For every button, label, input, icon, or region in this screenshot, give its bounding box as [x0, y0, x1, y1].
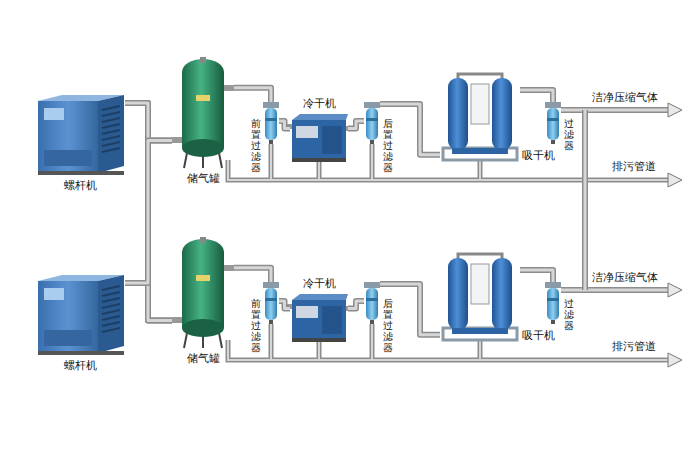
- air-pipe: [234, 88, 271, 102]
- air-pipe: [125, 103, 172, 321]
- dryer-node: 冷干机: [290, 294, 348, 342]
- equipment-label: 螺杆机: [64, 179, 97, 192]
- filter-node: 后置过滤器: [364, 102, 380, 144]
- equipment-label: 螺杆机: [64, 359, 97, 372]
- outlet-link-pipe: [582, 110, 588, 290]
- pipe-label: 洁净压缩气体: [592, 271, 658, 284]
- air-pipe: [279, 301, 290, 309]
- air-pipe: [348, 121, 364, 128]
- tank-node: 储气罐: [172, 238, 234, 348]
- equipment-label: 冷干机: [303, 277, 336, 290]
- equipment-label: 吸干机: [522, 149, 555, 162]
- air-pipe: [234, 268, 271, 282]
- outlet-link-pipe: [584, 110, 587, 290]
- compressor-node: 螺杆机: [35, 275, 125, 355]
- equipment-label: 冷干机: [303, 97, 336, 110]
- filter-node: 前置过滤器: [263, 102, 279, 144]
- air-pipe: [348, 121, 364, 128]
- air-pipe: [348, 301, 364, 309]
- air-pipe: [279, 121, 290, 128]
- compressor-node: 螺杆机: [35, 95, 125, 175]
- equipment-label: 过滤器: [564, 298, 574, 331]
- equipment-label: 吸干机: [522, 329, 555, 342]
- air-pipe: [520, 270, 553, 282]
- filter-node: 过滤器: [545, 282, 561, 324]
- pipe-label: 排污管道: [612, 340, 656, 353]
- dryer-node: 冷干机: [290, 114, 348, 162]
- filter-node: 后置过滤器: [364, 282, 380, 324]
- air-pipe: [234, 88, 271, 102]
- air-pipe: [279, 121, 290, 128]
- air-pipe: [348, 301, 364, 309]
- air-pipe: [125, 141, 172, 284]
- equipment-label: 后置过滤器: [383, 118, 393, 173]
- equipment-label: 前置过滤器: [251, 298, 261, 353]
- air-pipe: [520, 90, 553, 102]
- air-pipe: [279, 301, 290, 309]
- air-pipe: [234, 88, 271, 102]
- equipment-label: 后置过滤器: [383, 298, 393, 353]
- air-pipe: [348, 121, 364, 128]
- equipment-label: 前置过滤器: [251, 118, 261, 173]
- equipment-label: 过滤器: [564, 118, 574, 151]
- pipe-label: 洁净压缩气体: [592, 91, 658, 104]
- air-pipe: [348, 301, 364, 309]
- air-pipe: [125, 141, 172, 284]
- filter-node: 过滤器: [545, 102, 561, 144]
- air-pipe: [234, 268, 271, 282]
- air-pipe: [279, 121, 290, 128]
- dryer-node: 吸干机: [440, 72, 520, 162]
- air-pipe: [279, 301, 290, 309]
- air-pipe: [520, 270, 553, 282]
- air-pipe: [520, 270, 553, 282]
- air-pipe: [520, 90, 553, 102]
- pipe-label: 排污管道: [612, 160, 656, 173]
- equipment-label: 储气罐: [187, 172, 220, 185]
- air-pipe: [234, 268, 271, 282]
- dryer-node: 吸干机: [440, 252, 520, 342]
- air-pipe: [125, 103, 172, 321]
- air-pipe: [125, 141, 172, 284]
- air-pipe: [520, 90, 553, 102]
- equipment-label: 储气罐: [187, 352, 220, 365]
- filter-node: 前置过滤器: [263, 282, 279, 324]
- air-pipe: [125, 103, 172, 321]
- tank-node: 储气罐: [172, 58, 234, 168]
